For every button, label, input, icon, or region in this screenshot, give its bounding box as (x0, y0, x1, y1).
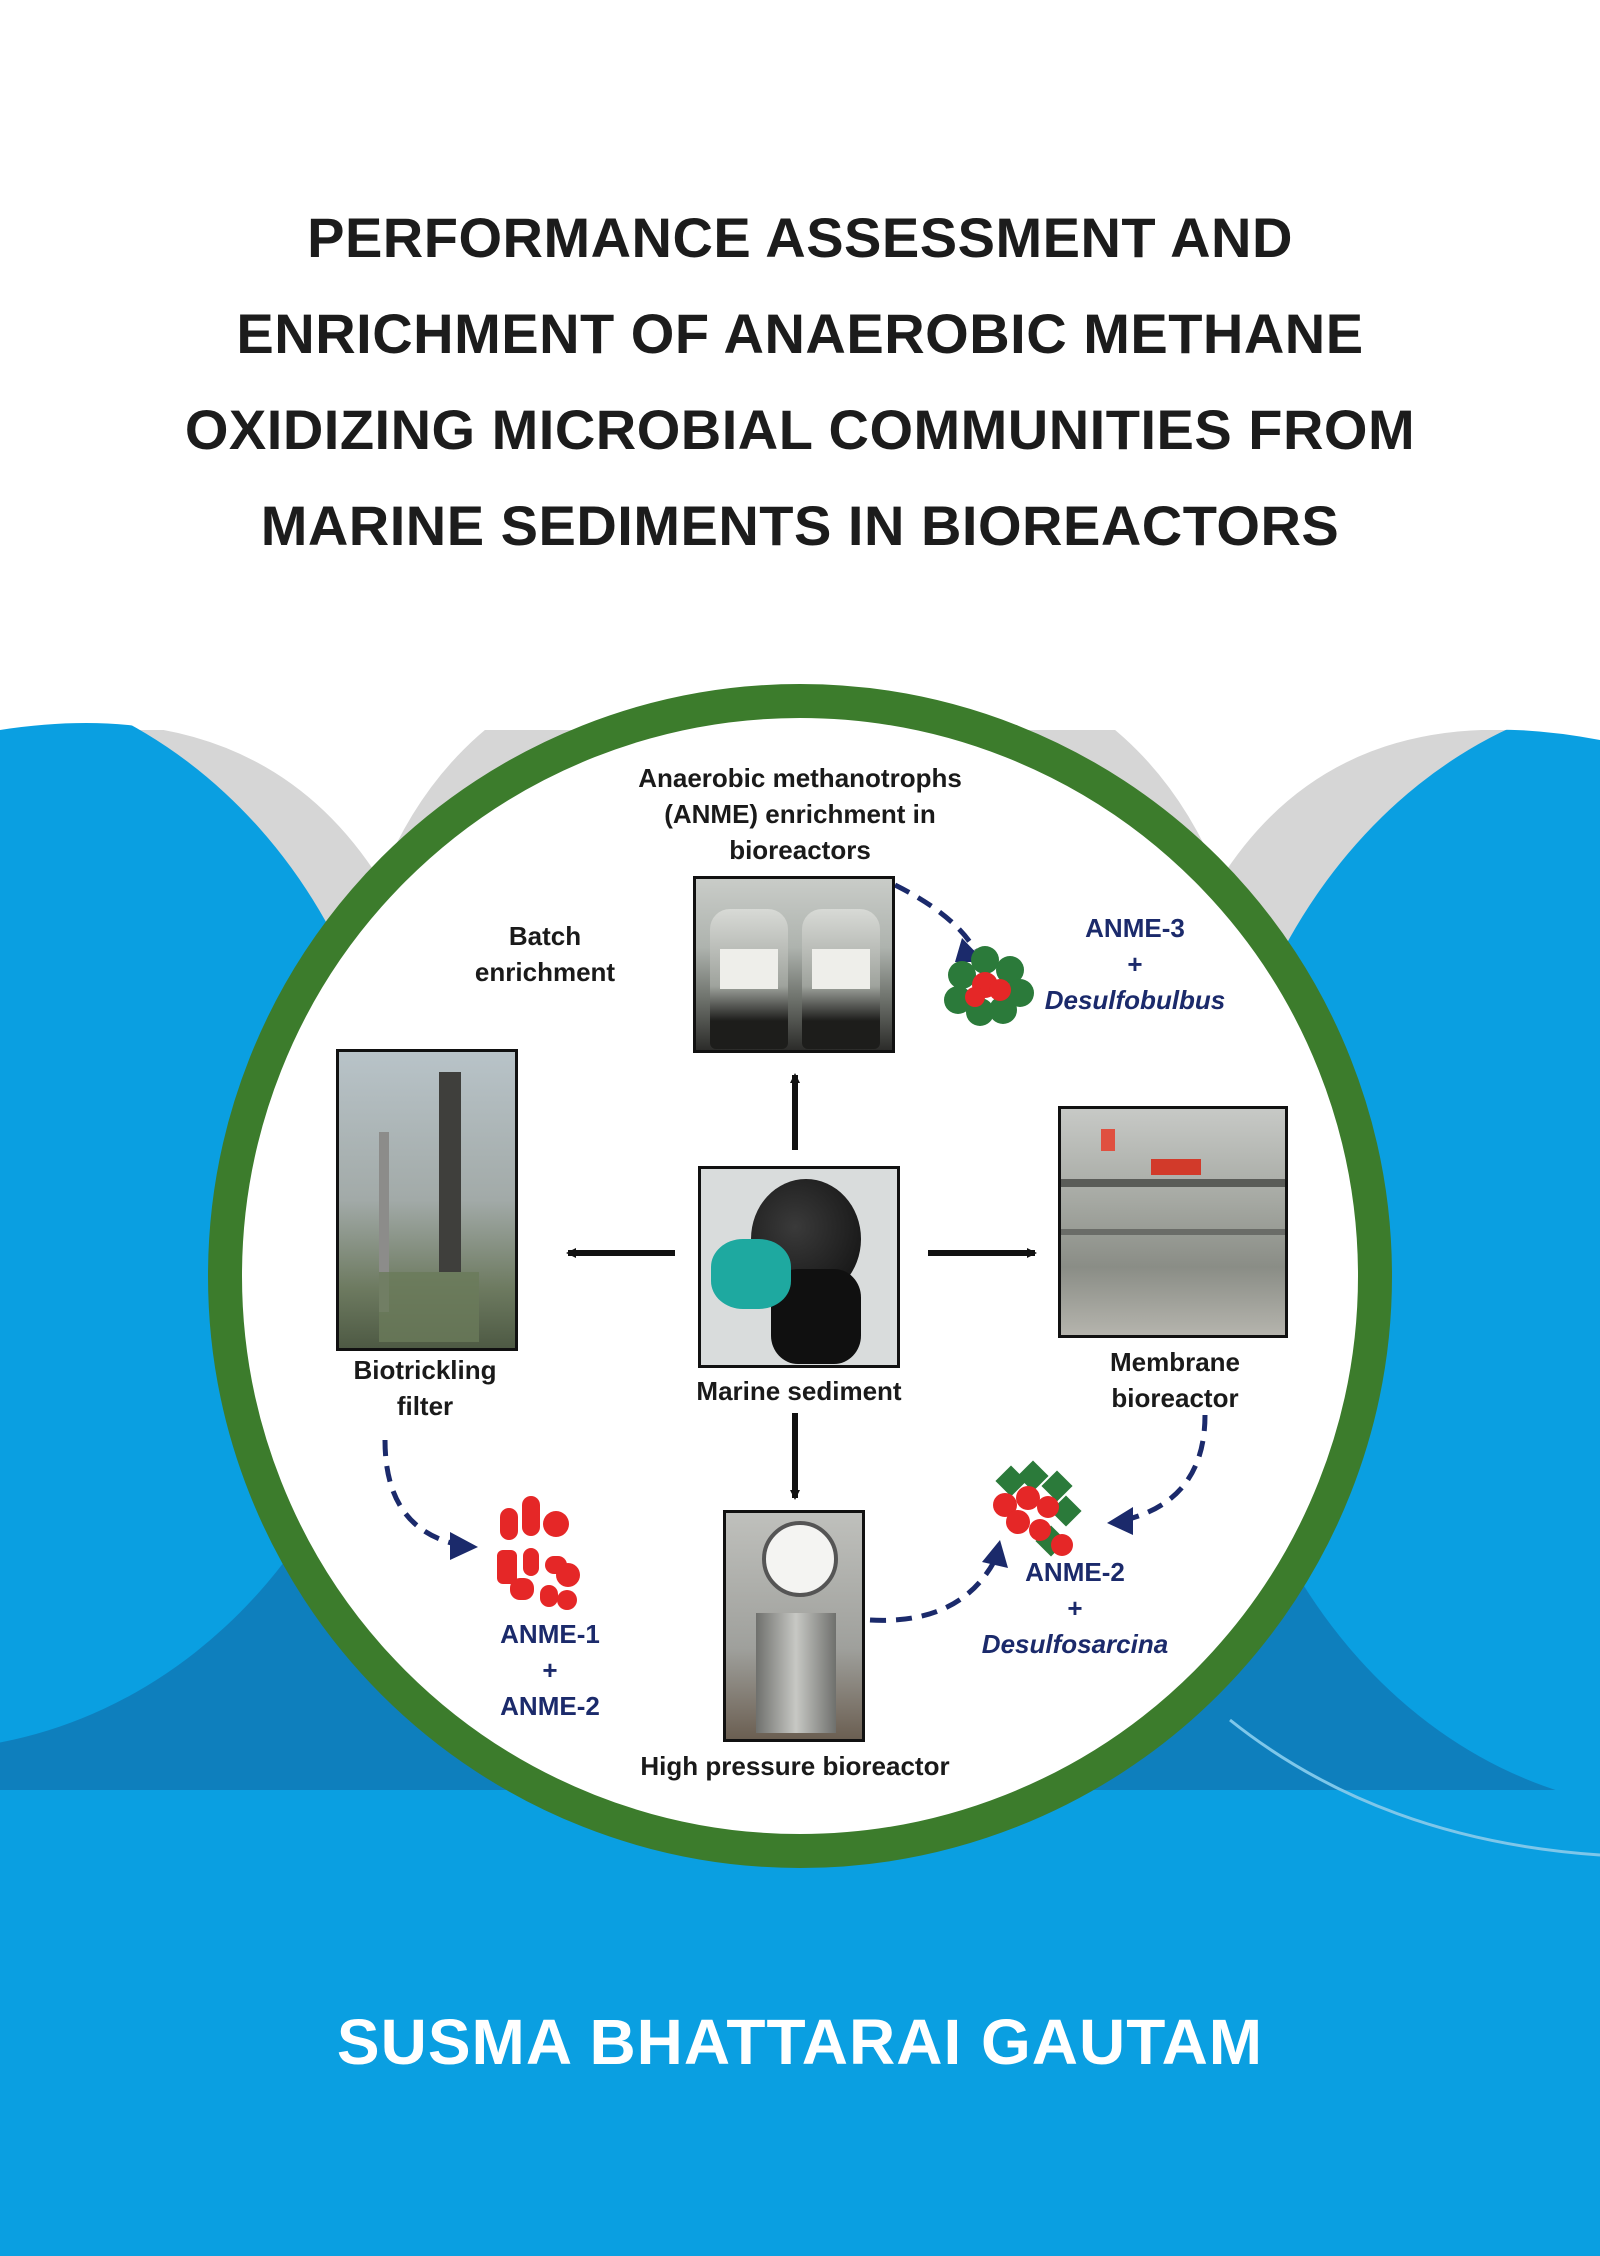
label-anme2-desulfosarcina: ANME-2 + Desulfosarcina (981, 1557, 1169, 1659)
author-name: SUSMA BHATTARAI GAUTAM (336, 2006, 1264, 2078)
book-title: PERFORMANCE ASSESSMENT AND ENRICHMENT OF… (60, 190, 1540, 574)
label-biotrickling-filter: Biotrickling filter (353, 1355, 497, 1421)
dash-arrow-bottom (869, 1558, 998, 1623)
photo-high-pressure-bioreactor (723, 1510, 865, 1742)
caption-anme-enrichment: Anaerobic methanotrophs (ANME) enrichmen… (638, 763, 962, 865)
title-line-4: MARINE SEDIMENTS IN BIOREACTORS (260, 494, 1340, 557)
dash-arrow-top (893, 882, 978, 952)
label-marine-sediment: Marine sediment (696, 1376, 902, 1406)
title-line-3: OXIDIZING MICROBIAL COMMUNITIES FROM (184, 398, 1416, 461)
photo-membrane-bioreactor (1058, 1106, 1288, 1338)
label-batch-enrichment: Batch enrichment (474, 921, 616, 987)
top-white-curve (0, 0, 1600, 880)
swoosh-line (1229, 1718, 1600, 1857)
title-line-2: ENRICHMENT OF ANAEROBIC METHANE (236, 302, 1364, 365)
photo-marine-sediment (698, 1166, 900, 1368)
microbe-cluster-anme2 (993, 1460, 1082, 1557)
photo-biotrickling-filter (336, 1049, 518, 1351)
microbe-cluster-anme1 (497, 1496, 580, 1610)
label-high-pressure-bioreactor: High pressure bioreactor (640, 1751, 950, 1781)
label-anme3-desulfobulbus: ANME-3 + Desulfobulbus (1044, 913, 1226, 1015)
label-membrane-bioreactor: Membrane bioreactor (1109, 1347, 1241, 1413)
label-anme1-anme2: ANME-1 + ANME-2 (500, 1619, 600, 1721)
title-line-1: PERFORMANCE ASSESSMENT AND (307, 206, 1293, 269)
microbe-cluster-anme3 (944, 946, 1034, 1026)
photo-batch-bottles (693, 876, 895, 1053)
